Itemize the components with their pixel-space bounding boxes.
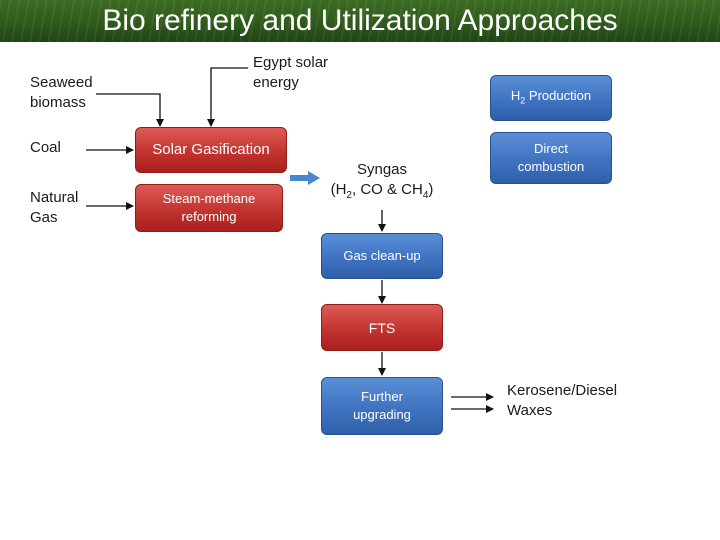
steam-methane-reforming-box: Steam-methane reforming <box>135 184 283 232</box>
further-upgrading-box: Further upgrading <box>321 377 443 435</box>
gas-cleanup-label: Gas clean-up <box>343 248 421 263</box>
solar-gasification-box: Solar Gasification <box>135 127 287 173</box>
page-title: Bio refinery and Utilization Approaches <box>102 4 618 37</box>
seaweed-connector <box>96 93 164 127</box>
syngas-composition: (H2, CO & CH4) <box>330 181 434 201</box>
h2-production-label: H2 Production <box>510 87 592 106</box>
title-bar: Bio refinery and Utilization Approaches <box>0 0 720 42</box>
direct-combustion-label: Direct combustion <box>517 141 585 174</box>
input-natural-gas: Natural Gas <box>30 189 79 226</box>
fts-box: FTS <box>321 304 443 351</box>
h2-production-box: H2 Production <box>490 75 612 121</box>
product-waxes: Waxes <box>507 402 553 419</box>
fts-label: FTS <box>368 319 396 336</box>
direct-combustion-box: Direct combustion <box>490 132 612 184</box>
input-seaweed-biomass: Seaweed biomass <box>30 74 93 111</box>
input-coal: Coal <box>30 139 61 156</box>
syngas-label: Syngas (H2, CO & CH4) <box>318 160 446 206</box>
processes-to-syngas-arrowhead <box>308 171 320 185</box>
steam-methane-reforming-label: Steam-methane reforming <box>162 191 256 224</box>
syngas-line1: Syngas <box>356 161 408 178</box>
solar-gasification-label: Solar Gasification <box>152 141 270 158</box>
solar-energy-connector <box>207 67 248 127</box>
further-upgrading-label: Further upgrading <box>353 389 411 422</box>
product-kerosene-diesel: Kerosene/Diesel <box>507 382 618 399</box>
input-solar-energy: Egypt solar energy <box>253 54 329 91</box>
gas-cleanup-box: Gas clean-up <box>321 233 443 279</box>
products-label: Kerosene/Diesel Waxes <box>507 381 617 421</box>
